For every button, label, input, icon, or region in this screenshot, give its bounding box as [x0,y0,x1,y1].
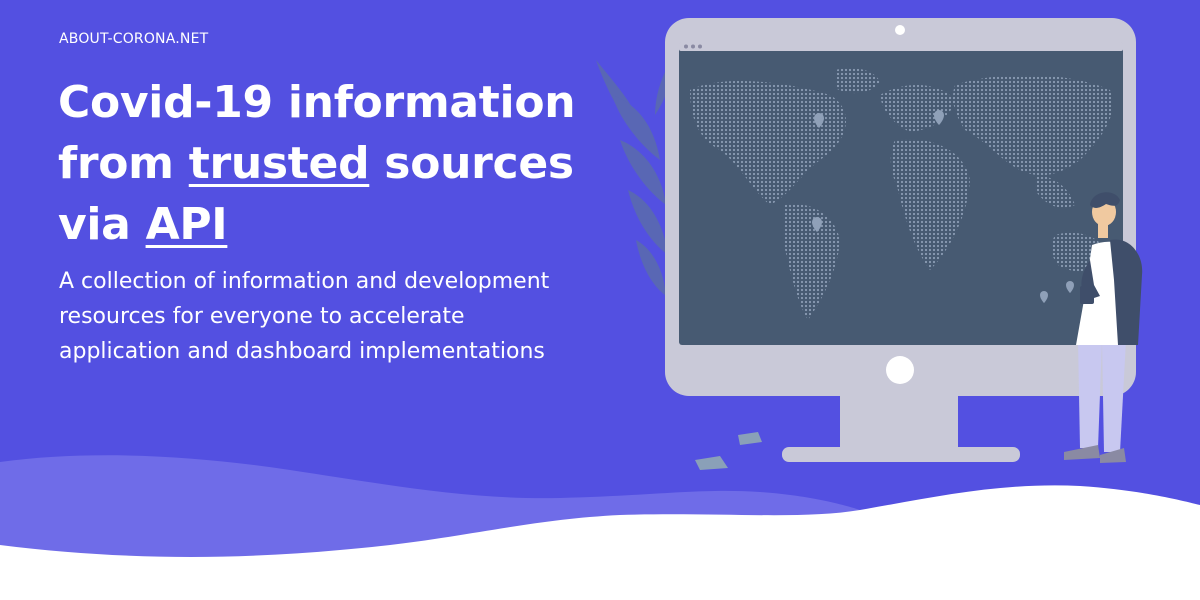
monitor-stand [782,395,1020,462]
site-logo-link[interactable]: ABOUT-CORONA.NET [59,31,209,47]
trusted-link[interactable]: trusted [188,138,370,189]
rock-decoration [695,432,762,470]
headline-text-part1: Covid-19 information from [58,77,576,189]
map-pin-icon [812,110,1074,303]
hero-subtitle: A collection of information and developm… [59,269,550,364]
world-map-icon [690,68,1113,320]
api-link[interactable]: API [145,199,228,250]
page-title: Covid-19 information from trusted source… [58,72,618,255]
headline-text-part2: sources via [58,138,574,250]
person-illustration [1064,192,1143,463]
